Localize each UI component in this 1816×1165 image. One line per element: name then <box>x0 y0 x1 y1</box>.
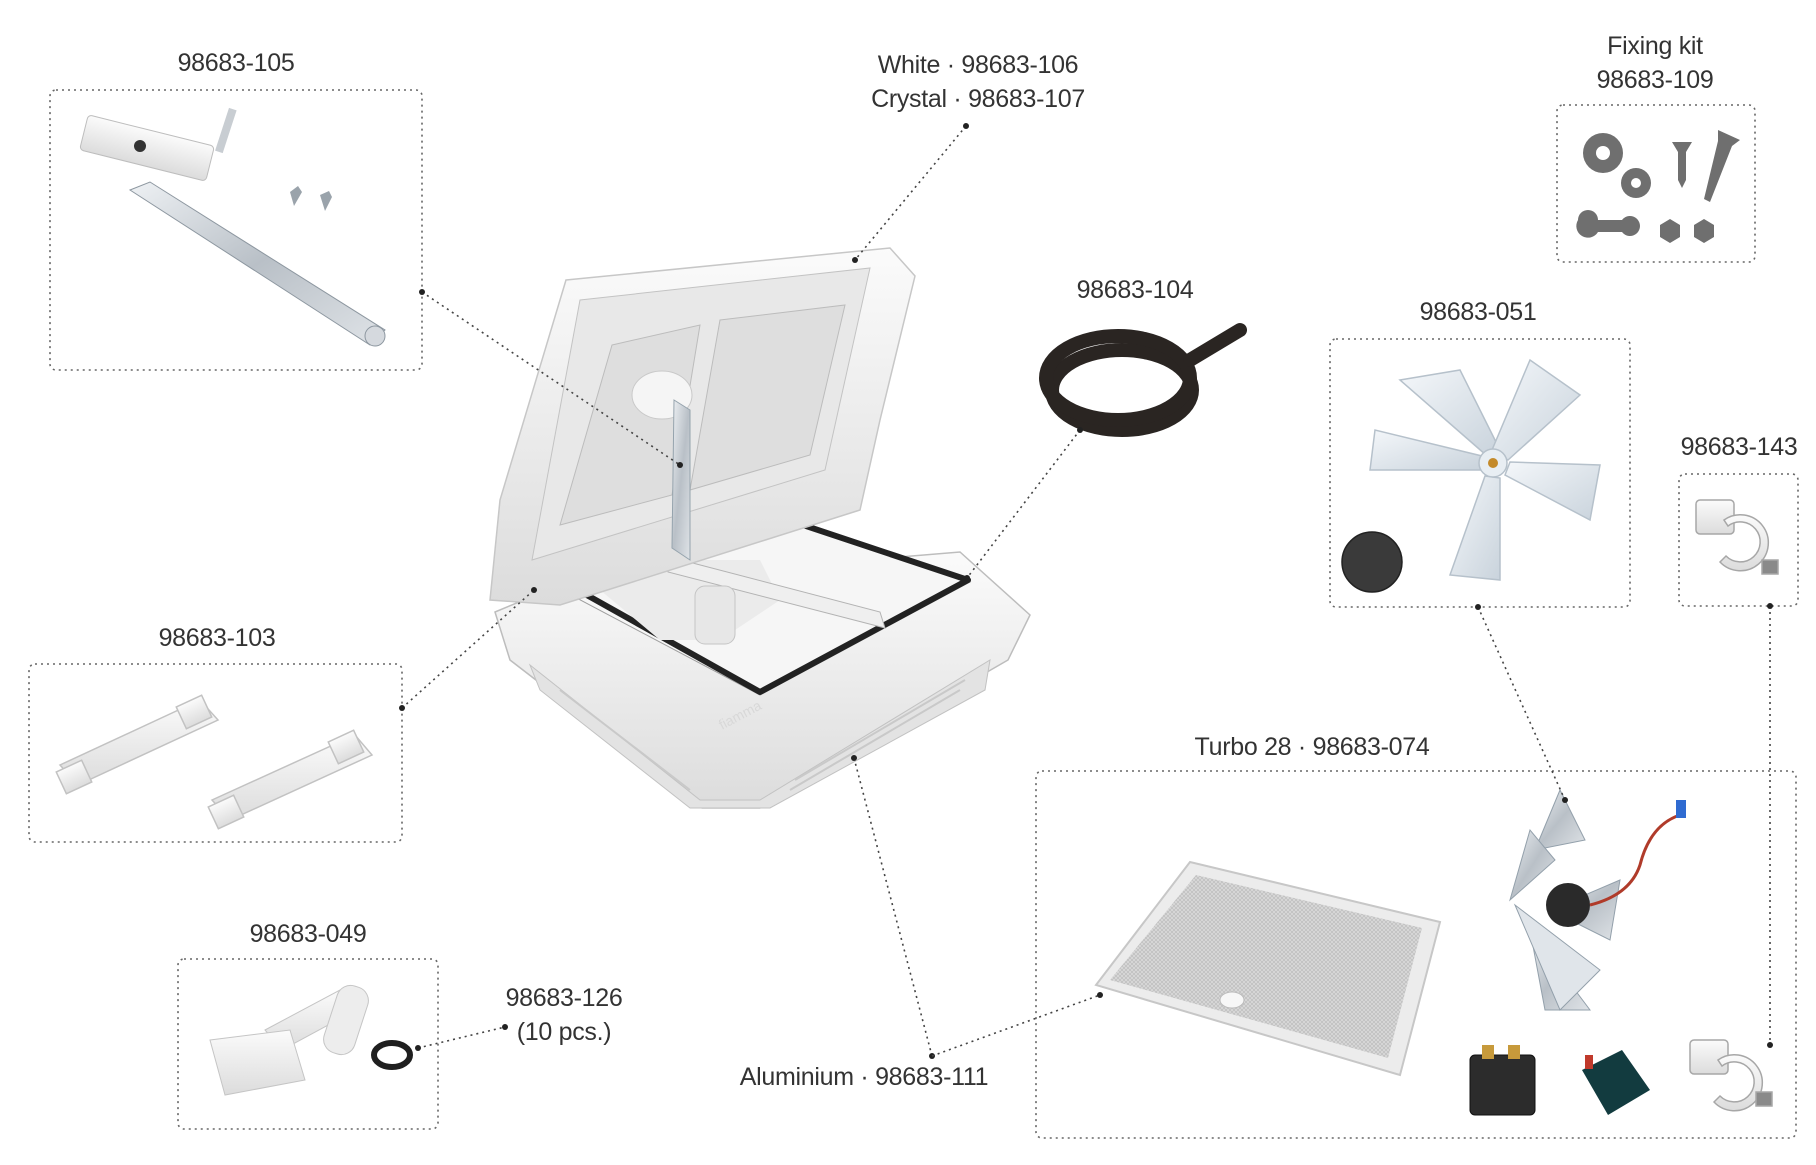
screw-icon <box>1672 142 1692 188</box>
label-screen: Aluminium · 98683-111 <box>740 1063 988 1091</box>
box-handle <box>177 958 439 1130</box>
switch-part <box>1469 1054 1536 1116</box>
hinge-clips-part <box>55 694 374 830</box>
clip-part <box>1695 499 1779 575</box>
box-fan-blade <box>1329 338 1631 608</box>
label-hinge-clips: 98683-103 <box>159 624 276 652</box>
roof-vent-illustration: fiamma <box>489 247 1031 809</box>
box-clip <box>1678 473 1799 607</box>
label-dome-white: White · 98683-106 <box>878 51 1079 79</box>
label-clip: 98683-143 <box>1681 433 1798 461</box>
label-turbo: Turbo 28 · 98683-074 <box>1195 733 1430 761</box>
handle-part <box>209 984 369 1096</box>
label-seal: 98683-104 <box>1077 276 1194 304</box>
chain-link-icon <box>1576 210 1640 238</box>
box-turbo <box>1035 770 1797 1139</box>
label-handle: 98683-049 <box>250 920 367 948</box>
label-fan-blade: 98683-051 <box>1420 298 1537 326</box>
leader-lines <box>399 123 1773 1059</box>
label-o-ring-code: 98683-126 <box>506 984 623 1012</box>
nut-icon <box>1660 219 1680 243</box>
seal-part <box>1039 323 1247 437</box>
label-dome-crystal: Crystal · 98683-107 <box>871 85 1085 113</box>
lever-arm-part <box>79 107 386 347</box>
fan-blade-part <box>1341 358 1601 593</box>
label-fixing-kit-title: Fixing kit <box>1607 32 1703 60</box>
label-o-ring-qty: (10 pcs.) <box>517 1018 612 1046</box>
box-lever-arm <box>49 89 423 371</box>
nut-icon <box>1694 219 1714 243</box>
fixing-kit-icons <box>1576 130 1740 243</box>
o-ring-part <box>371 1040 413 1070</box>
turbo-kit-parts <box>1094 788 1686 1116</box>
box-hinge-clips <box>28 663 403 843</box>
label-lever-arm: 98683-105 <box>178 49 295 77</box>
screw-icon <box>1704 130 1740 202</box>
box-fixing-kit <box>1556 104 1756 263</box>
clip-part-copy <box>1689 1039 1773 1112</box>
label-fixing-kit-code: 98683-109 <box>1597 66 1714 94</box>
fuse-part <box>1582 1050 1650 1115</box>
